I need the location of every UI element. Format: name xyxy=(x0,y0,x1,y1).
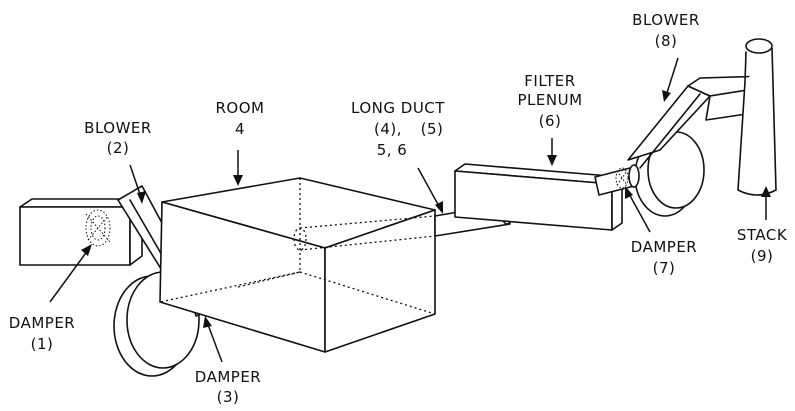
long-duct-name: LONG DUCT xyxy=(351,99,445,117)
label-blower-8: BLOWER (8) xyxy=(632,11,700,50)
long-duct-num-c: 5, 6 xyxy=(377,141,408,159)
damper-right-name: DAMPER xyxy=(631,238,697,256)
label-blower-2: BLOWER (2) xyxy=(84,119,152,157)
room xyxy=(159,177,436,353)
blower-right-name: BLOWER xyxy=(632,11,700,29)
stack-name: STACK xyxy=(737,226,788,244)
long-duct-num-a: (4), xyxy=(374,120,402,138)
filter-plenum xyxy=(454,163,623,231)
damper-bottom-num: (3) xyxy=(217,388,240,406)
room-num: 4 xyxy=(235,120,245,138)
blower-left-num: (2) xyxy=(107,139,130,157)
label-stack-9: STACK (9) xyxy=(737,226,788,265)
room-name: ROOM xyxy=(216,99,265,117)
leader-arrows xyxy=(49,57,771,363)
label-damper-3: DAMPER (3) xyxy=(195,368,261,406)
stack xyxy=(737,38,777,196)
damper-left-num: (1) xyxy=(31,335,54,353)
damper-bottom-name: DAMPER xyxy=(195,368,261,386)
label-filter-plenum: FILTER PLENUM (6) xyxy=(517,72,582,130)
label-damper-1: DAMPER (1) xyxy=(9,314,75,353)
label-damper-7: DAMPER (7) xyxy=(631,238,697,277)
stack-num: (9) xyxy=(751,247,774,265)
damper-1 xyxy=(85,209,111,247)
damper-right-num: (7) xyxy=(653,259,676,277)
plenum-name: PLENUM xyxy=(517,91,582,109)
label-long-duct: LONG DUCT (4), (5) 5, 6 xyxy=(351,99,445,159)
long-duct-num-b: (5) xyxy=(421,120,444,138)
filter-num: (6) xyxy=(539,112,562,130)
filter-name: FILTER xyxy=(524,72,575,90)
damper-left-name: DAMPER xyxy=(9,314,75,332)
blower-right-num: (8) xyxy=(655,32,678,50)
blower-left-name: BLOWER xyxy=(84,119,152,137)
label-room-4: ROOM 4 xyxy=(216,99,265,138)
